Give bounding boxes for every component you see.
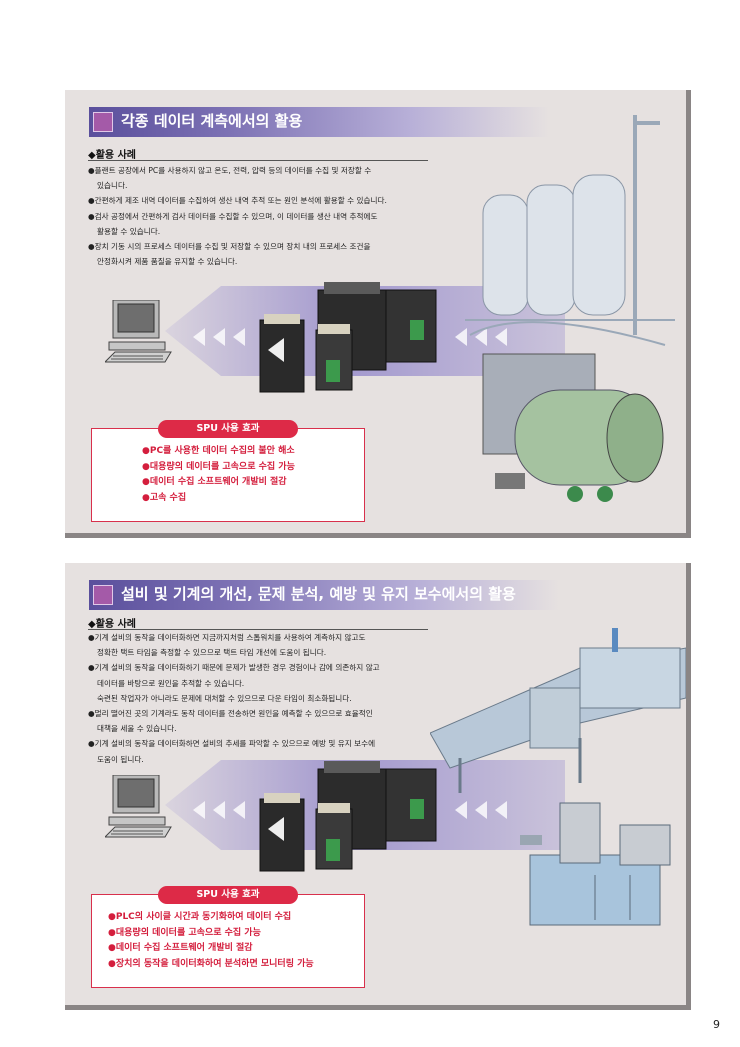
effect-item: ●PC를 사용한 데이터 수집의 불안 해소 (142, 446, 295, 456)
flow-arrow-icon (213, 801, 225, 819)
flow-arrow-icon (193, 801, 205, 819)
list-item: ●멀리 떨어진 곳의 기계라도 동작 데이터를 전송하면 원인을 예측할 수 있… (88, 709, 373, 719)
use-case-heading: ◆활용 사례 (88, 150, 136, 161)
list-item: ●간편하게 제조 내역 데이터를 수집하여 생산 내역 추적 또는 원인 분석에… (88, 196, 387, 206)
effect-item: ●데이터 수집 소프트웨어 개발비 절감 (142, 477, 287, 487)
pressure-vessel-image (482, 353, 664, 502)
list-item: 숙련된 작업자가 아니라도 문제에 대처할 수 있으므로 다운 타임이 최소화됩… (97, 693, 352, 703)
effect-item: ●대용량의 데이터를 고속으로 수집 가능 (108, 927, 261, 938)
computer-icon (105, 300, 172, 363)
effect-box: SPU 사용 효과 ●PLC의 사이클 시간과 동기화하여 데이터 수집 ●대용… (91, 886, 365, 988)
list-item: 있습니다. (97, 181, 128, 191)
flow-arrow-icon (475, 328, 487, 346)
section-panel-data-measurement: 각종 데이터 계측에서의 활용 ◆활용 사례 ●플랜트 공장에서 PC를 사용하… (65, 90, 691, 538)
effect-item: ●대용량의 데이터를 고속으로 수집 가능 (142, 461, 295, 472)
storage-tank-image (465, 115, 675, 346)
effect-title: SPU 사용 효과 (158, 420, 298, 438)
effect-item: ●고속 수집 (142, 492, 187, 503)
effect-title: SPU 사용 효과 (158, 886, 298, 904)
list-item: ●기계 설비의 동작을 데이터화하기 때문에 문제가 발생한 경우 경험이나 감… (88, 663, 380, 673)
page-number: 9 (713, 1018, 720, 1031)
flow-arrow-icon (475, 801, 487, 819)
spu-unit-image (259, 282, 437, 393)
effect-item: ●데이터 수집 소프트웨어 개발비 절감 (108, 943, 253, 953)
list-item: 대책을 세울 수 있습니다. (97, 724, 177, 734)
effect-list: ●PLC의 사이클 시간과 동기화하여 데이터 수집 ●대용량의 데이터를 고속… (108, 910, 314, 972)
list-item: 데이터를 바탕으로 원인을 추적할 수 있습니다. (97, 678, 245, 688)
heading-rule (88, 629, 428, 630)
section-title-bar: 각종 데이터 계측에서의 활용 (89, 107, 549, 137)
section-panel-maintenance: 설비 및 기계의 개선, 문제 분석, 예방 및 유지 보수에서의 활용 ◆활용… (65, 563, 691, 1010)
use-case-list: ●기계 설비의 동작을 데이터화하면 지금까지처럼 스톱워치를 사용하여 계측하… (88, 630, 380, 767)
list-item: ●장치 기동 시의 프로세스 데이터를 수집 및 저장할 수 있으며 장치 내의… (88, 242, 371, 252)
section-title: 각종 데이터 계측에서의 활용 (121, 112, 303, 130)
computer-icon (105, 775, 172, 838)
effect-item: ●장치의 동작을 데이터화하여 분석하면 모니터링 가능 (108, 958, 314, 969)
packaging-machine-image (520, 802, 671, 926)
heading-rule (88, 160, 428, 161)
list-item: 활용할 수 있습니다. (97, 226, 161, 236)
effect-list: ●PC를 사용한 데이터 수집의 불안 해소 ●대용량의 데이터를 고속으로 수… (142, 444, 295, 506)
use-case-heading: ◆활용 사례 (88, 619, 136, 630)
title-square-icon (93, 585, 113, 605)
list-item: 도움이 됩니다. (97, 754, 144, 764)
flow-arrow-icon (495, 801, 507, 819)
flow-arrow-icon (455, 801, 467, 819)
use-case-list: ●플랜트 공장에서 PC를 사용하지 않고 온도, 전력, 압력 등의 데이터를… (88, 163, 387, 269)
title-square-icon (93, 112, 113, 132)
section-title-bar: 설비 및 기계의 개선, 문제 분석, 예방 및 유지 보수에서의 활용 (89, 580, 559, 610)
list-item: ●검사 공정에서 간편하게 검사 데이터를 수집할 수 있으며, 이 데이터를 … (88, 211, 378, 221)
flow-arrow-icon (495, 328, 507, 346)
effect-box: SPU 사용 효과 ●PC를 사용한 데이터 수집의 불안 해소 ●대용량의 데… (91, 420, 365, 522)
list-item: 안정화시켜 제품 품질을 유지할 수 있습니다. (97, 257, 238, 267)
spu-unit-image (259, 761, 437, 872)
flow-arrow-icon (193, 328, 205, 346)
list-item: ●플랜트 공장에서 PC를 사용하지 않고 온도, 전력, 압력 등의 데이터를… (88, 166, 372, 175)
list-item: 정확한 택트 타임을 측정할 수 있으므로 택트 타임 개선에 도움이 됩니다. (97, 648, 327, 658)
effect-item: ●PLC의 사이클 시간과 동기화하여 데이터 수집 (108, 912, 292, 922)
flow-arrow-icon (213, 328, 225, 346)
list-item: ●기계 설비의 동작을 데이터화하면 지금까지처럼 스톱워치를 사용하여 계측하… (88, 633, 366, 642)
list-item: ●기계 설비의 동작을 데이터화하면 설비의 추세를 파악할 수 있으므로 예방… (88, 739, 376, 749)
section-title: 설비 및 기계의 개선, 문제 분석, 예방 및 유지 보수에서의 활용 (121, 585, 516, 603)
conveyor-machine-image (430, 628, 686, 793)
flow-arrow-icon (455, 328, 467, 346)
flow-arrow-icon (233, 328, 245, 346)
flow-arrow-icon (233, 801, 245, 819)
